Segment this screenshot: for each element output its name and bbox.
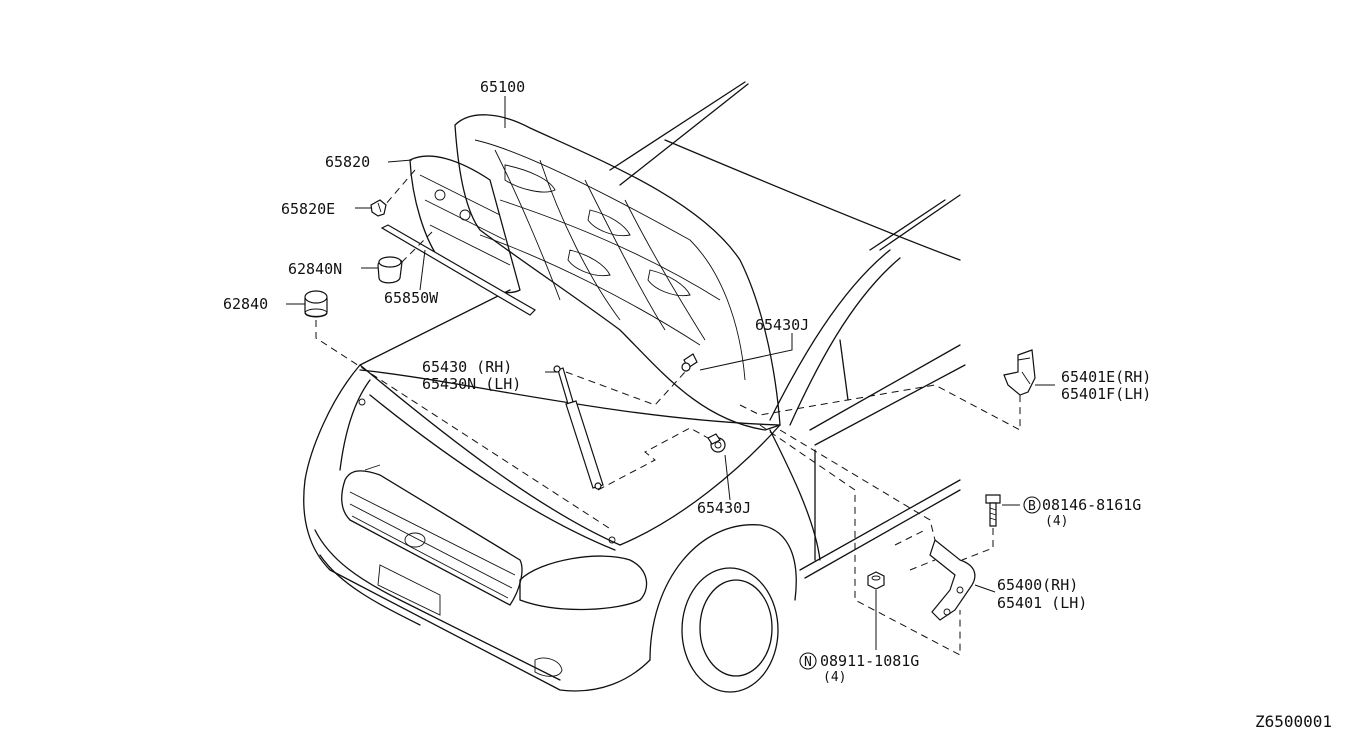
label-nut-code: 08911-1081G: [820, 652, 919, 670]
label-stay-rh: 65430 (RH): [422, 358, 512, 376]
assembly-dashed-lines: [315, 169, 1021, 656]
label-insulator-clip: 65820E: [281, 200, 335, 218]
hood-seal: [380, 224, 536, 316]
ball-stud-upper-icon: [681, 353, 698, 372]
hinge-bolt-icon: [985, 494, 1001, 527]
bumper-rubber-n-icon: [377, 256, 403, 284]
label-stay-lh: 65430N (LH): [422, 375, 521, 393]
label-seal: 65850W: [384, 289, 439, 307]
bolt-badge-icon: [1023, 496, 1041, 514]
bumper-rubber-icon: [304, 290, 328, 318]
label-bracket-lh: 65401F(LH): [1061, 385, 1151, 403]
label-nut-qty: (4): [823, 670, 846, 685]
label-bolt-code: 08146-8161G: [1042, 496, 1141, 514]
label-bracket-rh: 65401E(RH): [1061, 368, 1151, 386]
label-bumper-rubber-n: 62840N: [288, 260, 342, 278]
label-hinge-lh: 65401 (LH): [997, 594, 1087, 612]
label-stay-lower: 65430J: [697, 499, 751, 517]
label-bolt-qty: (4): [1045, 514, 1068, 529]
part-labels: 65100 65820 65820E 62840N 62840 65850W 6…: [223, 78, 1332, 731]
nut-badge-icon: [799, 652, 817, 670]
leader-lines: [286, 96, 1055, 650]
car-body-outline: [303, 81, 966, 693]
hood-panel: [454, 114, 781, 431]
label-insulator: 65820: [325, 153, 370, 171]
hood-stay-strut: [553, 365, 604, 490]
hinge-nut-icon: [867, 571, 885, 590]
label-hinge-rh: 65400(RH): [997, 576, 1078, 594]
label-bumper-rubber: 62840: [223, 295, 268, 313]
hinge-bracket-icon: [1003, 349, 1036, 396]
label-stay-upper: 65430J: [755, 316, 809, 334]
ball-stud-lower-icon: [707, 433, 726, 453]
label-bolt-badge: B: [1028, 499, 1036, 514]
label-hood: 65100: [480, 78, 525, 96]
insulator-clip-icon: [370, 199, 387, 217]
label-nut-badge: N: [804, 655, 812, 670]
hood-hinge-icon: [929, 538, 976, 621]
diagram-reference-code: Z6500001: [1255, 712, 1332, 731]
